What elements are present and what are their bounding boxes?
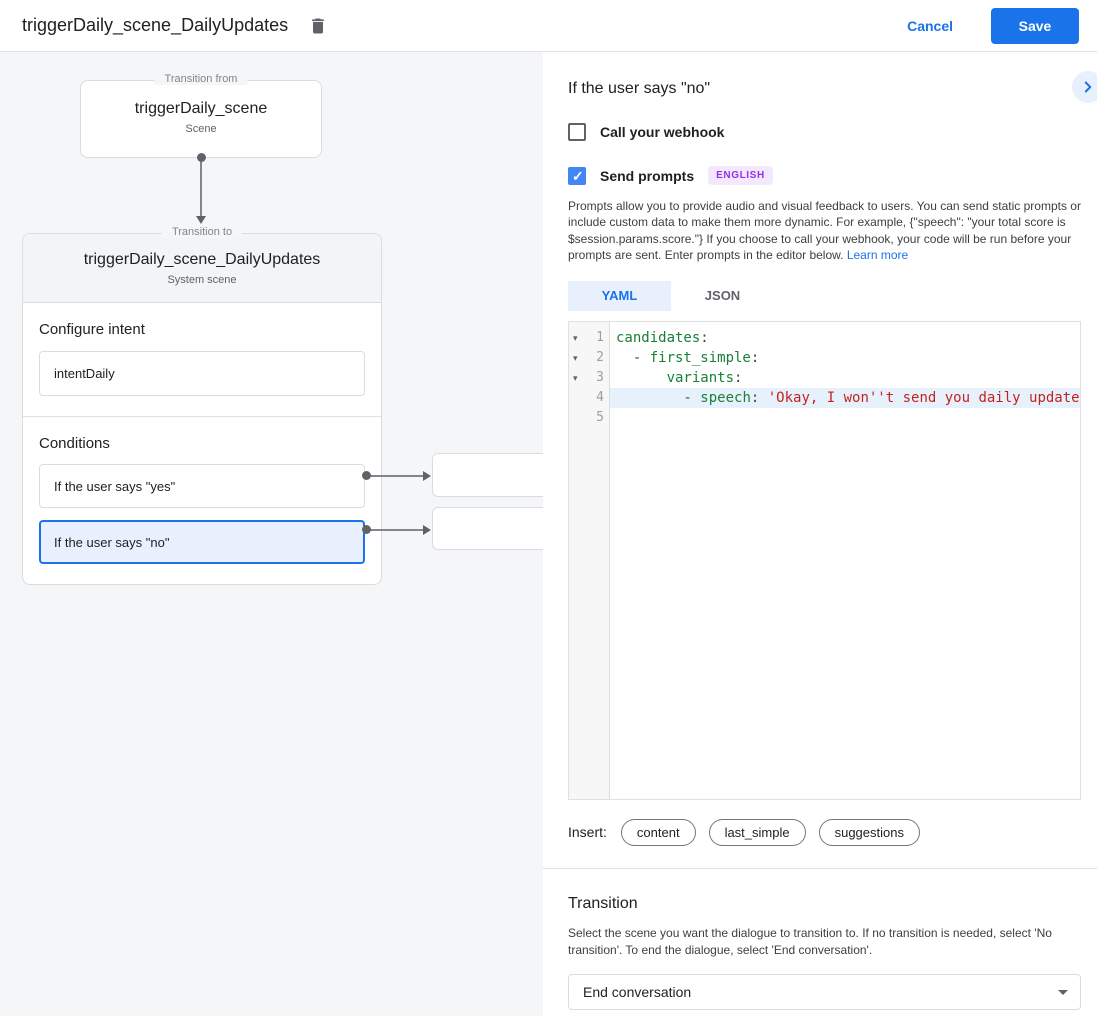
- conditions-list: If the user says "yes" If the user says "…: [39, 464, 365, 564]
- transition-from-legend: Transition from: [154, 73, 248, 85]
- learn-more-link[interactable]: Learn more: [846, 248, 909, 263]
- transition-description: Select the scene you want the dialogue t…: [568, 925, 1052, 957]
- dropdown-caret-icon: [1058, 989, 1068, 995]
- gutter-row: ▾2: [569, 348, 609, 368]
- webhook-label: Call your webhook: [600, 124, 725, 140]
- insert-row: Insert: content last_simple suggestions: [568, 818, 1080, 846]
- connector-dot: [362, 471, 371, 480]
- send-prompts-label: Send prompts: [600, 167, 695, 184]
- from-scene-title: triggerDaily_scene: [134, 100, 268, 117]
- webhook-row: Call your webhook: [568, 123, 1080, 141]
- send-prompts-row: Send prompts ENGLISH: [568, 166, 1080, 185]
- transition-to-node[interactable]: Transition to triggerDaily_scene_DailyUp…: [22, 226, 382, 585]
- code-line[interactable]: candidates:: [610, 328, 1080, 348]
- insert-chip-content[interactable]: content: [620, 818, 696, 846]
- page-title: triggerDaily_scene_DailyUpdates: [22, 15, 289, 35]
- code-token: first_simple: [649, 349, 751, 366]
- configure-intent-section: Configure intent intentDaily: [23, 303, 381, 416]
- code-token: 'Okay, I won''t send you daily update: [767, 389, 1080, 406]
- transition-from-node[interactable]: Transition from triggerDaily_scene Scene: [80, 73, 322, 158]
- transition-select[interactable]: End conversation: [568, 974, 1081, 1011]
- to-scene-title: triggerDaily_scene_DailyUpdates: [83, 251, 321, 268]
- insert-label: Insert:: [568, 824, 607, 841]
- to-scene-header: triggerDaily_scene_DailyUpdates System s…: [23, 234, 381, 303]
- code-token: variants: [666, 369, 735, 386]
- gutter-row: 4: [569, 388, 609, 408]
- editor-code-area[interactable]: candidates: - first_simple: variants: - …: [610, 322, 1080, 799]
- code-token: -: [616, 389, 701, 406]
- conditions-label: Conditions: [39, 435, 110, 452]
- editor-tabs: YAML JSON: [568, 280, 1080, 311]
- code-token: :: [750, 349, 760, 366]
- code-line[interactable]: variants:: [610, 368, 1080, 388]
- chevron-right-icon: [1079, 78, 1097, 96]
- prompts-description: Prompts allow you to provide audio and v…: [568, 198, 1082, 264]
- to-scene-subtitle: System scene: [167, 274, 237, 286]
- insert-chip-last_simple[interactable]: last_simple: [708, 818, 806, 846]
- transition-select-value: End conversation: [583, 984, 692, 1001]
- language-badge: ENGLISH: [708, 166, 773, 185]
- panel-divider: [543, 867, 1097, 869]
- condition-label: If the user says "no": [54, 534, 170, 550]
- connector-line: [369, 474, 424, 477]
- connector-dot: [362, 525, 371, 534]
- scene-flow-canvas: Transition from triggerDaily_scene Scene…: [0, 52, 543, 1016]
- delete-button[interactable]: [306, 14, 330, 38]
- code-token: :: [734, 369, 743, 386]
- fold-arrow-icon[interactable]: ▾: [573, 352, 578, 363]
- code-line[interactable]: [610, 408, 1080, 428]
- trash-icon: [308, 16, 328, 36]
- webhook-checkbox[interactable]: [568, 123, 586, 141]
- code-token: :: [700, 329, 709, 346]
- gutter-row: ▾1: [569, 328, 609, 348]
- line-number: 2: [596, 349, 604, 365]
- insert-chip-suggestions[interactable]: suggestions: [818, 818, 920, 846]
- condition-target-node[interactable]: [432, 453, 543, 497]
- intent-field[interactable]: intentDaily: [39, 351, 365, 396]
- line-number: 5: [596, 409, 604, 425]
- fold-arrow-icon[interactable]: ▾: [573, 372, 578, 383]
- panel-heading: If the user says "no": [568, 80, 711, 97]
- condition-target-node[interactable]: [432, 507, 543, 550]
- code-token: speech: [700, 389, 751, 406]
- send-prompts-checkbox[interactable]: [568, 166, 586, 185]
- arrow-right-icon: [423, 470, 431, 481]
- condition-label: If the user says "yes": [54, 478, 176, 494]
- configure-intent-label: Configure intent: [39, 321, 145, 338]
- top-bar: triggerDaily_scene_DailyUpdates Cancel S…: [0, 0, 1097, 52]
- cancel-button[interactable]: Cancel: [907, 17, 953, 34]
- gutter-row: 5: [569, 408, 609, 428]
- tab-json[interactable]: JSON: [704, 288, 741, 304]
- line-number: 3: [596, 369, 604, 385]
- fold-arrow-icon[interactable]: ▾: [573, 332, 578, 343]
- tab-yaml[interactable]: YAML: [568, 280, 671, 311]
- code-token: :: [750, 389, 768, 406]
- code-token: candidates: [616, 329, 701, 346]
- from-scene-subtitle: Scene: [185, 123, 217, 135]
- insert-chips: content last_simple suggestions: [620, 818, 933, 846]
- connector-line: [200, 158, 202, 216]
- code-token: -: [616, 349, 650, 366]
- code-token: [616, 370, 667, 386]
- save-button[interactable]: Save: [991, 7, 1079, 44]
- line-number: 1: [596, 329, 604, 345]
- gutter-row: ▾3: [569, 368, 609, 388]
- condition-row[interactable]: If the user says "yes": [39, 464, 365, 508]
- connector-dot: [197, 153, 206, 162]
- code-line[interactable]: - first_simple:: [610, 348, 1080, 368]
- transition-to-legend: Transition to: [161, 226, 243, 238]
- condition-row[interactable]: If the user says "no": [39, 520, 365, 564]
- line-number: 4: [596, 389, 604, 405]
- arrow-right-icon: [423, 524, 431, 535]
- prompts-description-text: Prompts allow you to provide audio and v…: [568, 199, 1081, 263]
- collapse-panel-button[interactable]: [1072, 71, 1097, 103]
- arrow-down-icon: [196, 216, 206, 224]
- conditions-section: Conditions If the user says "yes"If the …: [23, 416, 381, 584]
- connector-line: [369, 528, 424, 531]
- transition-heading: Transition: [568, 894, 638, 912]
- code-line[interactable]: - speech: 'Okay, I won''t send you daily…: [610, 387, 1080, 408]
- condition-detail-panel: If the user says "no" Call your webhook …: [543, 52, 1097, 1016]
